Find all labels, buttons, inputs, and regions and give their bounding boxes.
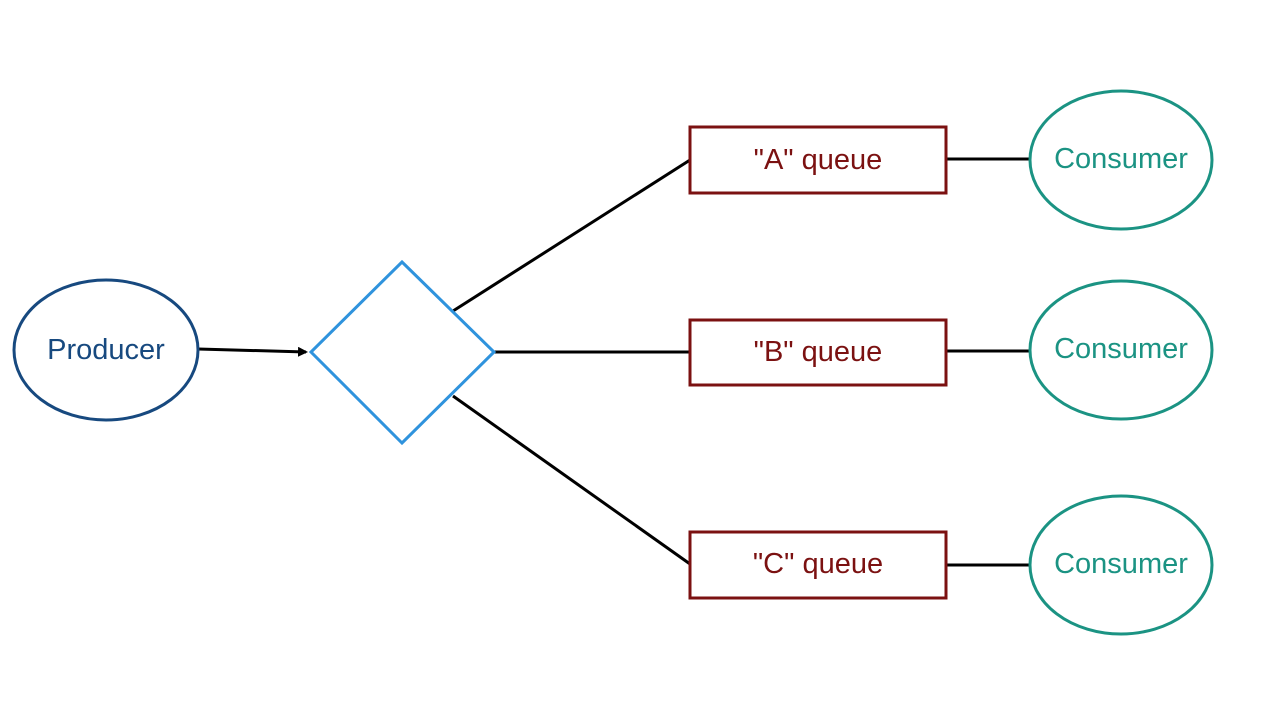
exchange-to-queue-c-line [452, 394, 691, 566]
consumer-b-node: Consumer [1028, 279, 1214, 421]
queue-a-label: "A" queue [754, 144, 883, 176]
exchange-diamond [308, 259, 497, 446]
consumer-b-label: Consumer [1054, 333, 1188, 365]
producer-to-exchange-arrow [197, 346, 308, 357]
queue-c-label: "C" queue [753, 548, 883, 580]
producer-label: Producer [47, 334, 165, 366]
consumer-c-ellipse [1028, 494, 1214, 636]
exchange-to-queue-a-line [452, 158, 691, 313]
consumer-c-label: Consumer [1054, 548, 1188, 580]
consumer-b-ellipse [1028, 279, 1214, 421]
queue-a-node: "A" queue [688, 125, 948, 195]
queue-b-label: "B" queue [754, 336, 883, 368]
queue-b-node: "B" queue [688, 318, 948, 387]
producer-ellipse [12, 278, 200, 422]
consumer-a-label: Consumer [1054, 143, 1188, 175]
queue-c-box [688, 530, 948, 600]
queue-a-box [688, 125, 948, 195]
connectors [197, 157, 1031, 567]
consumer-c-node: Consumer [1028, 494, 1214, 636]
queue-b-box [688, 318, 948, 387]
consumer-a-ellipse [1028, 89, 1214, 231]
producer-node: Producer [12, 278, 200, 422]
exchange-node [308, 259, 497, 446]
consumer-a-node: Consumer [1028, 89, 1214, 231]
queue-c-node: "C" queue [688, 530, 948, 600]
